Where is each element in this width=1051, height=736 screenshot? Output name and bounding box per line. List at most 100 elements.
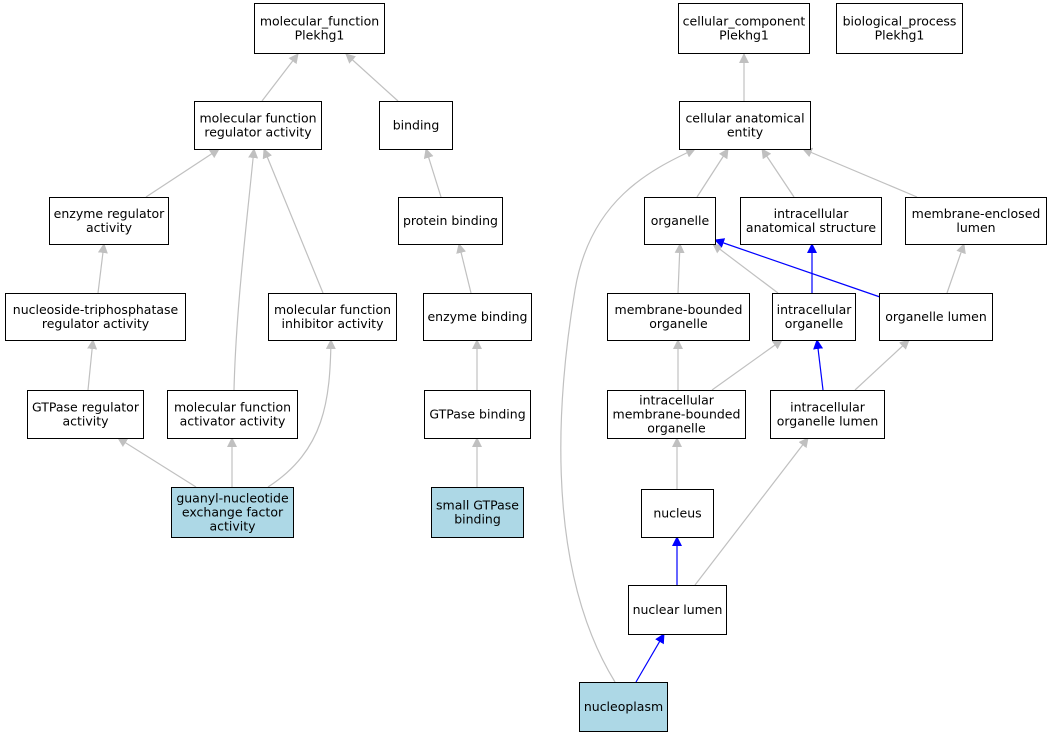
node-label: nucleoplasm <box>584 699 663 714</box>
edge-line <box>761 148 795 198</box>
edge-line <box>97 243 108 294</box>
node-label: intracellular <box>790 400 866 415</box>
node-gb[interactable]: GTPase binding <box>424 390 531 439</box>
edge-organelle-to-cae <box>696 148 729 198</box>
node-box <box>607 293 750 341</box>
node-ol[interactable]: organelle lumen <box>879 293 993 341</box>
node-organelle[interactable]: organelle <box>644 197 716 245</box>
node-label: membrane-bounded <box>613 407 741 422</box>
node-label: molecular function <box>199 111 316 126</box>
node-eb[interactable]: enzyme binding <box>423 293 532 341</box>
edge-line <box>261 53 299 102</box>
node-label: organelle <box>647 421 706 436</box>
edge-line <box>946 243 966 294</box>
edge-line <box>694 437 809 586</box>
node-label: Plekhg1 <box>295 28 345 43</box>
edge-nl-to-iol <box>694 437 809 586</box>
edges-layer <box>87 53 966 683</box>
node-box <box>836 3 963 54</box>
edge-ntra-to-era <box>97 243 108 294</box>
node-label: exchange factor <box>182 505 284 520</box>
node-label: entity <box>727 125 764 140</box>
node-box <box>254 3 385 54</box>
node-box <box>379 101 453 150</box>
edge-line <box>267 339 336 488</box>
node-box <box>740 197 882 245</box>
node-label: activator activity <box>180 414 286 429</box>
edge-line <box>423 148 442 198</box>
edge-iol-to-ol <box>854 339 910 391</box>
edge-np-to-cae <box>560 148 696 683</box>
node-np[interactable]: nucleoplasm <box>579 682 668 732</box>
edge-line <box>345 53 399 102</box>
node-box <box>398 197 503 245</box>
node-label: membrane-enclosed <box>912 206 1041 221</box>
node-box <box>171 487 294 538</box>
edge-mfia-to-mfra <box>262 148 324 294</box>
edge-binding-to-mf <box>345 53 399 102</box>
node-pb[interactable]: protein binding <box>398 197 503 245</box>
node-label: binding <box>454 512 501 527</box>
node-box <box>772 293 856 341</box>
node-box <box>579 682 668 732</box>
edge-iol-to-io <box>813 339 824 391</box>
edge-line <box>714 238 881 298</box>
node-label: cellular_component <box>683 14 806 29</box>
node-label: membrane-bounded <box>615 302 743 317</box>
node-label: organelle <box>649 316 708 331</box>
node-binding[interactable]: binding <box>379 101 453 150</box>
node-nucleus[interactable]: nucleus <box>641 489 714 538</box>
node-label: activity <box>209 519 256 534</box>
node-box <box>641 489 714 538</box>
edge-line <box>674 243 685 294</box>
node-label: molecular_function <box>260 14 379 29</box>
edge-line <box>711 339 783 391</box>
node-label: intracellular <box>777 302 853 317</box>
edge-mbo-to-organelle <box>674 243 685 294</box>
edge-eb-to-pb <box>456 243 472 294</box>
node-box <box>607 390 746 439</box>
edge-io-to-organelle <box>712 243 779 294</box>
node-label: Plekhg1 <box>719 28 769 43</box>
node-box <box>678 3 810 54</box>
edge-gnef-to-gra <box>117 437 197 488</box>
node-label: organelle lumen <box>777 414 879 429</box>
node-label: Plekhg1 <box>875 28 925 43</box>
edge-ol-to-mel <box>946 243 966 294</box>
edge-line <box>813 339 824 391</box>
edge-line <box>87 339 98 391</box>
node-label: organelle <box>785 316 844 331</box>
node-label: small GTPase <box>436 498 519 513</box>
node-box <box>431 487 524 538</box>
node-box <box>905 197 1047 245</box>
edge-line <box>712 243 779 294</box>
node-label: anatomical structure <box>746 220 876 235</box>
node-box <box>424 390 531 439</box>
node-box <box>423 293 532 341</box>
edge-pb-to-binding <box>423 148 442 198</box>
edge-line <box>635 633 665 683</box>
node-label: organelle <box>651 213 710 228</box>
node-nl[interactable]: nuclear lumen <box>628 585 727 635</box>
edge-era-to-mfra <box>145 148 220 198</box>
node-label: enzyme binding <box>427 309 527 324</box>
node-label: intracellular <box>774 206 850 221</box>
